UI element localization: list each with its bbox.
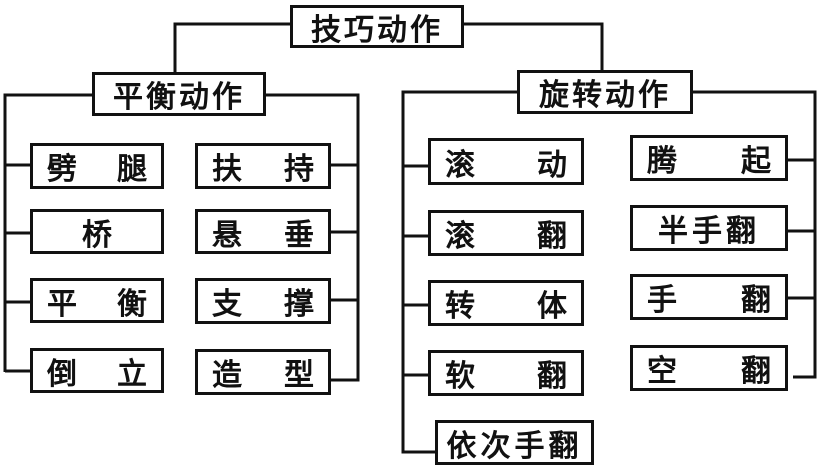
rotation-category-label: 旋转动作 — [539, 78, 671, 113]
item-char: 倒 — [47, 356, 77, 392]
balance-category-node: 平衡动作 — [92, 72, 266, 116]
item-char: 滚 — [445, 147, 475, 183]
item-char: 体 — [537, 289, 567, 324]
root-label: 技巧动作 — [311, 12, 443, 48]
connector-balance-right-spine — [265, 93, 360, 382]
item-char: 支 — [212, 287, 242, 322]
balance-item-hang: 悬 垂 — [195, 209, 331, 254]
item-char: 桥 — [82, 217, 112, 253]
rotation-item-kip: 腾 起 — [630, 135, 788, 181]
rotation-item-somersault: 空 翻 — [630, 345, 788, 391]
item-char: 腿 — [117, 152, 147, 187]
root-node: 技巧动作 — [290, 5, 464, 48]
balance-category-label: 平衡动作 — [113, 80, 245, 115]
rotation-category-node: 旋转动作 — [517, 70, 693, 114]
item-char: 造 — [212, 358, 242, 393]
balance-item-pose: 造 型 — [195, 349, 331, 395]
item-char: 软 — [445, 359, 475, 394]
item-char: 垂 — [284, 217, 314, 253]
rotation-item-successive-handspring: 依次手翻 — [435, 420, 594, 465]
item-char: 型 — [284, 358, 314, 393]
item-char: 翻 — [537, 219, 567, 254]
rotation-item-roll: 滚 动 — [428, 138, 584, 185]
balance-item-split-leg: 劈 腿 — [30, 143, 164, 189]
connector-root-rotation — [463, 22, 604, 70]
item-label: 半手翻 — [658, 214, 760, 249]
item-char: 平 — [47, 286, 77, 322]
connector-rotation-left-spine — [401, 90, 517, 454]
item-char: 滚 — [445, 219, 475, 254]
item-char: 动 — [537, 147, 567, 183]
balance-item-support: 支 撑 — [195, 278, 331, 324]
rotation-item-turn: 转 体 — [428, 280, 584, 326]
balance-item-bridge: 桥 — [30, 209, 164, 254]
item-char: 转 — [445, 289, 475, 324]
item-char: 持 — [284, 152, 314, 187]
item-char: 起 — [741, 144, 771, 179]
balance-item-balance: 平 衡 — [30, 278, 164, 323]
item-char: 扶 — [212, 152, 242, 187]
balance-item-support-hold: 扶 持 — [195, 143, 331, 189]
rotation-item-handspring: 手 翻 — [630, 274, 788, 320]
item-char: 翻 — [741, 354, 771, 389]
item-char: 劈 — [47, 152, 77, 187]
connector-balance-left-spine — [3, 93, 92, 372]
item-label: 依次手翻 — [446, 428, 583, 464]
item-char: 翻 — [537, 359, 567, 394]
connector-rotation-right-spine — [692, 90, 817, 379]
item-char: 腾 — [647, 144, 677, 179]
item-char: 空 — [647, 354, 677, 389]
item-char: 立 — [117, 356, 147, 392]
item-char: 悬 — [212, 217, 242, 253]
connector-root-balance — [173, 22, 290, 72]
balance-item-handstand: 倒 立 — [30, 348, 164, 393]
rotation-item-walkover: 软 翻 — [428, 350, 584, 396]
rotation-item-tumble: 滚 翻 — [428, 210, 584, 256]
rotation-item-half-handspring: 半手翻 — [630, 205, 788, 251]
item-char: 翻 — [741, 283, 771, 318]
item-char: 衡 — [117, 286, 147, 322]
item-char: 手 — [647, 283, 677, 318]
item-char: 撑 — [284, 287, 314, 322]
